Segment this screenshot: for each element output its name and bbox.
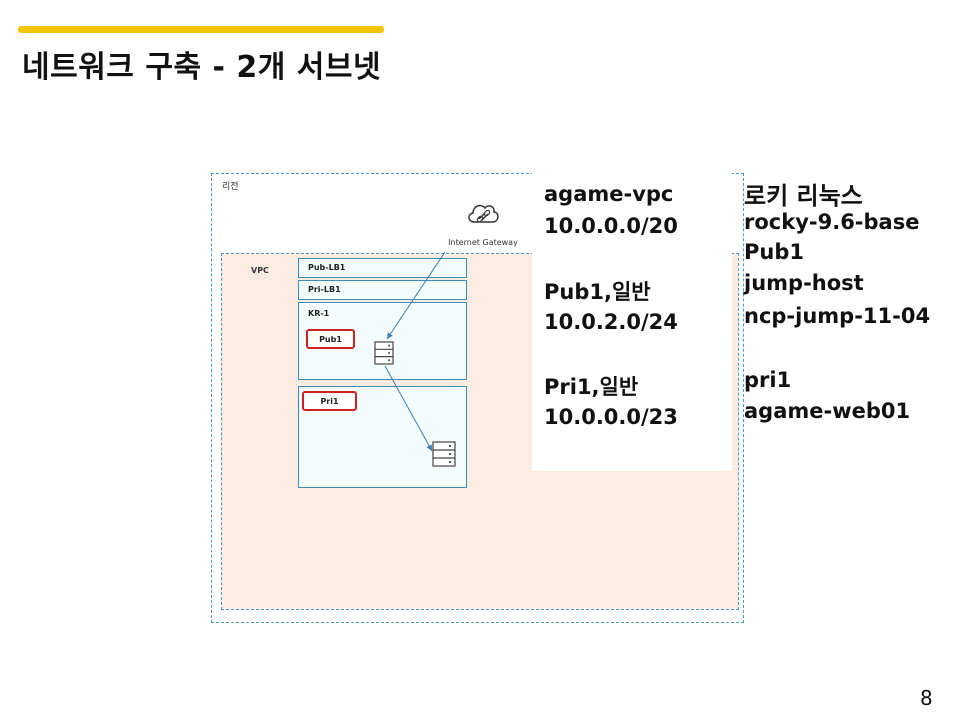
slide-title: 네트워크 구축 - 2개 서브넷	[22, 50, 382, 85]
vpc-cidr: 10.0.0.0/20	[544, 214, 678, 238]
web-server-name: agame-web01	[744, 399, 911, 423]
pri-subnet-badge: Pri1	[302, 391, 357, 411]
zone-label: KR-1	[308, 309, 330, 318]
web-subnet: pri1	[744, 368, 792, 392]
pri-lb-label: Pri-LB1	[308, 285, 341, 294]
internet-gateway-label: Internet Gateway	[448, 238, 518, 247]
page-number: 8	[920, 686, 933, 710]
network-info-card: agame-vpc 10.0.0.0/20 Pub1,일반 10.0.2.0/2…	[532, 172, 732, 471]
cloud-icon	[468, 204, 499, 223]
pub-lb-label: Pub-LB1	[308, 263, 346, 272]
jump-to-web-arrow	[384, 365, 433, 452]
jump-server-icon	[374, 341, 394, 369]
title-accent-bar	[18, 26, 384, 33]
igw-to-jump-arrow	[386, 251, 446, 340]
pub-lb-subnet: Pub-LB1	[298, 258, 467, 278]
vpc-label: VPC	[251, 266, 269, 275]
os-label: 로키 리눅스	[744, 182, 863, 210]
region-boundary: 리전	[211, 173, 744, 623]
pri-subnet-info: Pri1,일반	[544, 375, 639, 399]
pri-subnet-cidr: 10.0.0.0/23	[544, 405, 678, 429]
image-name: rocky-9.6-base	[744, 210, 920, 234]
jump-subnet: Pub1	[744, 240, 804, 264]
pri-lb-subnet: Pri-LB1	[298, 280, 467, 300]
region-label: 리전	[222, 182, 239, 192]
pri-subnet-label: Pri1	[320, 396, 339, 406]
pub-subnet-label: Pub1	[319, 334, 342, 344]
web-server-icon	[432, 441, 456, 471]
pub-subnet-info: Pub1,일반	[544, 280, 651, 304]
pub-subnet-cidr: 10.0.2.0/24	[544, 310, 678, 334]
internet-gateway: Internet Gateway	[444, 198, 522, 247]
jump-host-label: jump-host	[744, 271, 864, 295]
vpc-name: agame-vpc	[544, 182, 674, 206]
pub-subnet-badge: Pub1	[306, 329, 355, 349]
jump-server-name: ncp-jump-11-04	[744, 304, 931, 328]
